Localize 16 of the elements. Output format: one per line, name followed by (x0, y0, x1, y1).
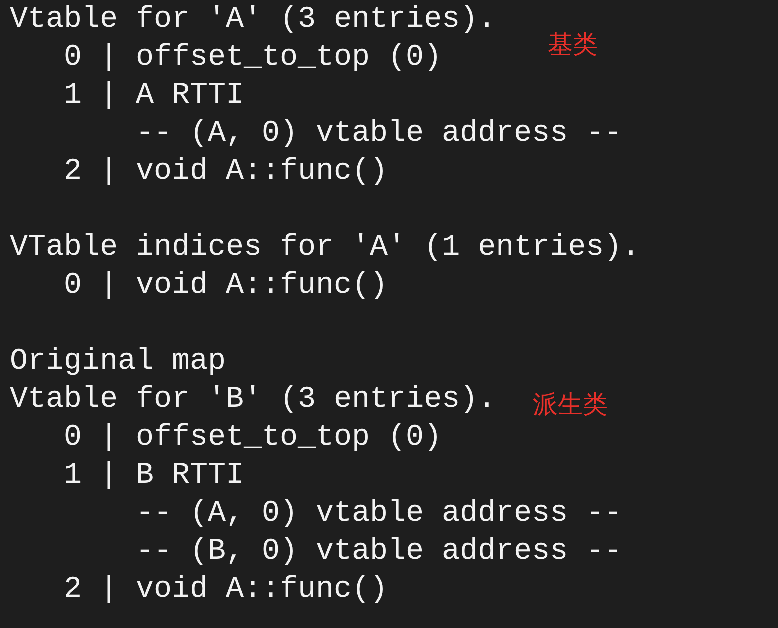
annotation: 派生类 (533, 390, 608, 420)
code-line: Original map (10, 344, 226, 380)
annotation: 基类 (548, 30, 598, 60)
code-line: -- (A, 0) vtable address -- (136, 116, 622, 152)
code-line: Vtable for 'A' (3 entries). (10, 2, 496, 38)
code-line: 0 | offset_to_top (0) (64, 420, 442, 456)
code-line: Vtable for 'B' (3 entries). (10, 382, 496, 418)
code-line: 2 | void A::func() (64, 572, 388, 608)
code-line: 0 | void A::func() (64, 268, 388, 304)
code-line: VTable indices for 'A' (1 entries). (10, 230, 640, 266)
code-line: -- (B, 0) vtable address -- (136, 534, 622, 570)
code-line: 2 | void A::func() (64, 154, 388, 190)
code-line: 0 | offset_to_top (0) (64, 40, 442, 76)
code-line: -- (A, 0) vtable address -- (136, 496, 622, 532)
code-line: 1 | B RTTI (64, 458, 244, 494)
code-line: 1 | A RTTI (64, 78, 244, 114)
